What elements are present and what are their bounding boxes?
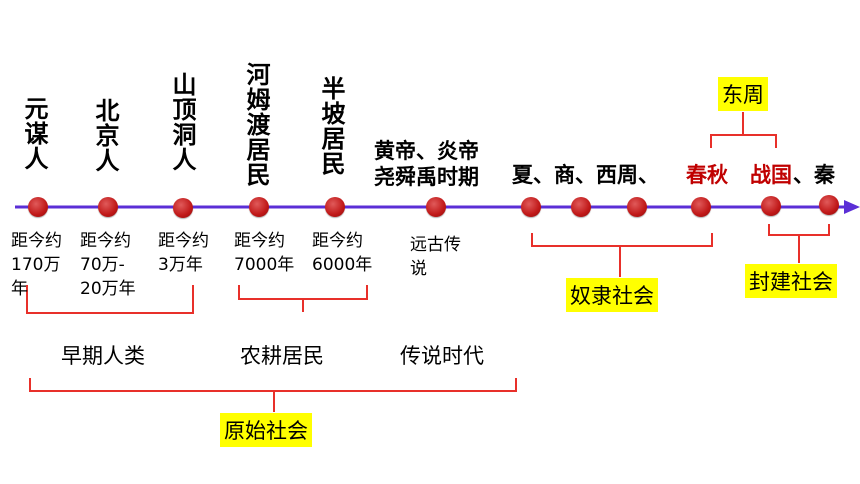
- bracket-early: [26, 285, 194, 314]
- timeline-dot-chunqiu: [691, 197, 711, 217]
- label-yuanmou: 元谋人: [20, 96, 48, 171]
- group-legend-era: 传说时代: [400, 344, 484, 368]
- timeline-dot-beijing: [98, 197, 118, 217]
- bracket-slave: [531, 233, 713, 247]
- bracket-primitive: [29, 378, 517, 392]
- label-chunqiu: 春秋: [686, 163, 728, 187]
- label-shanding: 山顶洞人: [168, 72, 196, 172]
- date-beijing-line1: 距今约: [80, 231, 131, 251]
- label-banpo: 半坡居民: [317, 76, 345, 176]
- timeline-dot-yuanmou: [28, 197, 48, 217]
- timeline-dot-hemudu: [249, 197, 269, 217]
- date-yuanmou-line3: 年: [11, 279, 28, 299]
- date-hemudu-line1: 距今约: [234, 231, 285, 251]
- date-legend-line2: 说: [410, 259, 427, 279]
- timeline-dot-shanding: [173, 198, 193, 218]
- timeline-dot-banpo: [325, 197, 345, 217]
- date-beijing-line2: 70万-: [80, 255, 125, 275]
- timeline-dot-qin: [819, 195, 839, 215]
- label-qin: 、秦: [793, 163, 835, 187]
- timeline-dot-xizhou: [627, 197, 647, 217]
- group-farming: 农耕居民: [240, 344, 324, 368]
- timeline-arrow-icon: [844, 200, 860, 214]
- label-huangdi-line1: 黄帝、炎帝: [374, 139, 479, 163]
- label-xia-shang-xizhou: 夏、商、西周、: [512, 163, 659, 187]
- highlight-slave-society: 奴隶社会: [566, 278, 658, 312]
- highlight-feudal-society: 封建社会: [745, 264, 837, 298]
- bracket-farming: [238, 285, 368, 300]
- timeline-dot-zhanguo: [761, 196, 781, 216]
- date-beijing-line3: 20万年: [80, 279, 136, 299]
- label-hemudu: 河姆渡居民: [242, 62, 270, 187]
- date-hemudu-line2: 7000年: [234, 255, 295, 275]
- label-zhanguo: 战国: [750, 163, 792, 187]
- date-yuanmou-line1: 距今约: [11, 231, 62, 251]
- bracket-feudal: [768, 224, 830, 236]
- timeline-dot-huangdi: [426, 197, 446, 217]
- date-banpo-line2: 6000年: [312, 255, 373, 275]
- highlight-dongzhou: 东周: [718, 77, 768, 111]
- group-early-humans: 早期人类: [61, 344, 145, 368]
- date-yuanmou-line2: 170万: [11, 255, 61, 275]
- date-shanding-line2: 3万年: [158, 255, 203, 275]
- date-legend-line1: 远古传: [410, 235, 461, 255]
- date-shanding-line1: 距今约: [158, 231, 209, 251]
- bracket-dongzhou: [710, 134, 777, 148]
- date-banpo-line1: 距今约: [312, 231, 363, 251]
- label-huangdi-line2: 尧舜禹时期: [374, 165, 479, 189]
- timeline-dot-xia: [521, 197, 541, 217]
- timeline-dot-shang: [571, 197, 591, 217]
- highlight-primitive-society: 原始社会: [220, 413, 312, 447]
- label-beijing: 北京人: [91, 98, 119, 173]
